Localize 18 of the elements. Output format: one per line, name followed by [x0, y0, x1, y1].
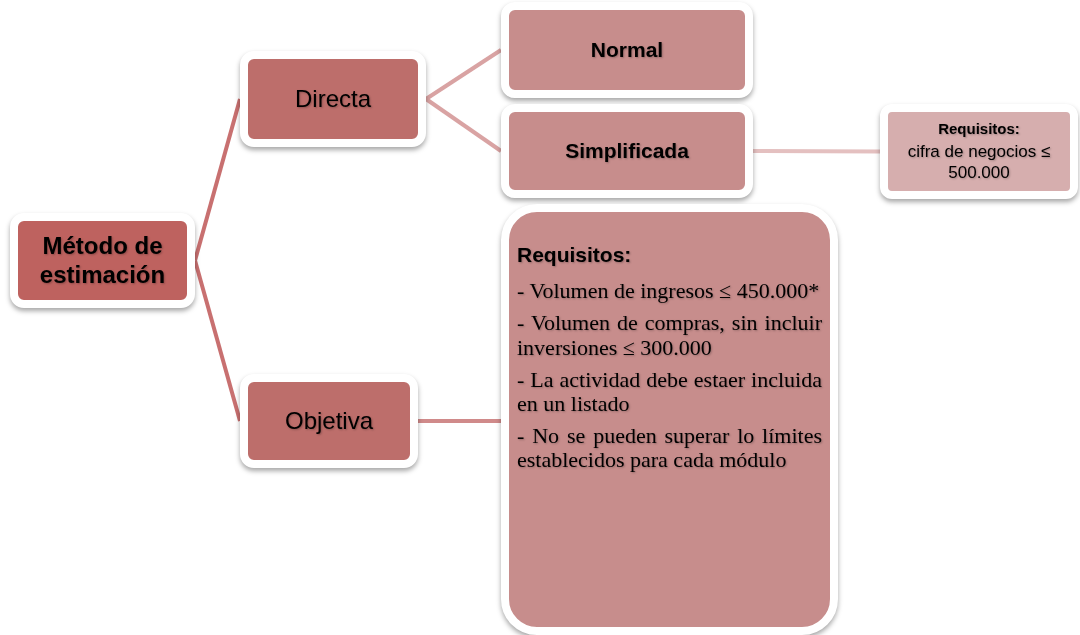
box-heading: Requisitos: — [517, 242, 633, 268]
box-text: Directa — [295, 84, 371, 114]
box-text: cifra de negocios ≤ 500.000 — [906, 142, 1052, 183]
box-text: Simplificada — [565, 138, 689, 164]
box-text: Método de estimación — [38, 231, 167, 290]
connector-line — [193, 259, 242, 422]
box-text: - No se pueden superar lo límites establecidos para cada módulo — [517, 424, 822, 473]
box-text: Normal — [590, 37, 664, 63]
box-heading: Requisitos: — [938, 120, 1020, 139]
connector-line — [424, 48, 503, 101]
box-text: - Volumen de ingresos ≤ 450.000* — [517, 279, 821, 304]
box-text: - La actividad debe estaer incluida en un listado — [517, 367, 822, 417]
box-text: - Volumen de compras, sin incluir inversiones ≤ 300.000 — [517, 311, 822, 360]
connector-line — [753, 149, 880, 154]
connector-line — [418, 419, 501, 423]
box-text: Objetiva — [284, 406, 373, 436]
connector-line — [193, 98, 242, 262]
connector-line — [424, 97, 503, 153]
